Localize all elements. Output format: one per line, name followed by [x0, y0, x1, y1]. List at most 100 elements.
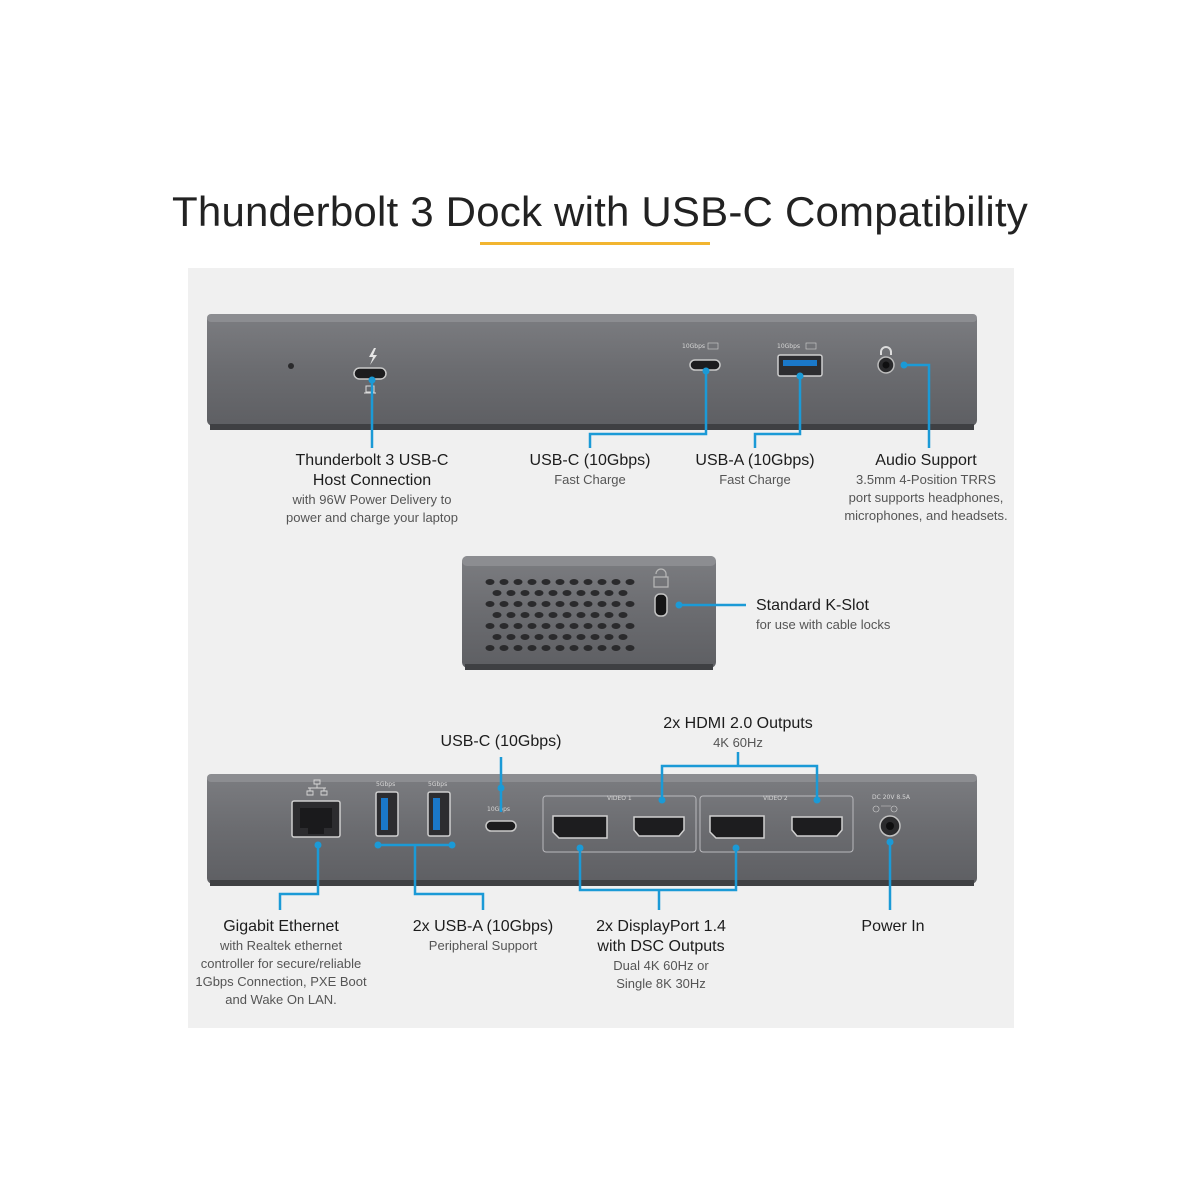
vent-hole: [485, 645, 495, 651]
vent-hole: [611, 601, 621, 607]
video2-label: VIDEO 2: [763, 795, 788, 802]
vent-hole: [499, 623, 509, 629]
usba-rear-speed-2: 5Gbps: [428, 781, 447, 788]
vent-hole: [499, 579, 509, 585]
vent-hole: [534, 612, 544, 618]
hdmi-port-1: [633, 816, 685, 837]
vent-hole: [541, 623, 551, 629]
vent-hole: [555, 645, 565, 651]
thunderbolt-icon: [369, 348, 377, 365]
vent-hole: [492, 634, 502, 640]
vent-hole: [583, 623, 593, 629]
vent-hole: [604, 612, 614, 618]
vent-hole: [611, 579, 621, 585]
usba-rear-sub: Peripheral Support: [428, 938, 538, 953]
audio-sub-3: microphones, and headsets.: [844, 508, 1008, 523]
callout-usbc-front: USB-C (10Gbps) Fast Charge: [510, 451, 670, 489]
callout-thunderbolt: Thunderbolt 3 USB-C Host Connection with…: [262, 451, 482, 527]
vent-hole: [555, 579, 565, 585]
thunderbolt-heading-2: Host Connection: [312, 472, 432, 489]
dock-rear-view: 5Gbps 5Gbps 10Gbps VIDEO 1 VIDEO 2 DC 20…: [207, 774, 977, 886]
vent-hole: [583, 601, 593, 607]
vent-hole: [562, 590, 572, 596]
page-title: Thunderbolt 3 Dock with USB-C Compatibil…: [172, 188, 1028, 235]
vent-hole: [625, 601, 635, 607]
vent-hole: [485, 601, 495, 607]
vent-hole: [604, 590, 614, 596]
vent-hole: [541, 579, 551, 585]
callout-displayport: 2x DisplayPort 1.4 with DSC Outputs Dual…: [566, 917, 756, 993]
ethernet-sub-4: and Wake On LAN.: [225, 992, 337, 1007]
vent-hole: [618, 634, 628, 640]
vent-hole: [576, 612, 586, 618]
vent-hole: [597, 601, 607, 607]
vent-hole: [527, 623, 537, 629]
callout-usba-front: USB-A (10Gbps) Fast Charge: [675, 451, 835, 489]
displayport-1: [552, 815, 608, 839]
usba-front-sub: Fast Charge: [719, 472, 791, 487]
displayport-heading-1: 2x DisplayPort 1.4: [596, 918, 726, 935]
vent-hole: [513, 601, 523, 607]
vent-hole: [506, 634, 516, 640]
vent-hole: [569, 623, 579, 629]
ethernet-sub-2: controller for secure/reliable: [200, 956, 362, 971]
vent-hole: [625, 623, 635, 629]
hdmi-sub: 4K 60Hz: [713, 735, 763, 750]
dock-front-view: 10Gbps 10Gbps: [207, 314, 977, 430]
usbc-rear-speed: 10Gbps: [487, 806, 510, 813]
video1-label: VIDEO 1: [607, 795, 632, 802]
hdmi-port-2: [791, 816, 843, 837]
vent-hole: [520, 590, 530, 596]
vent-hole: [562, 634, 572, 640]
displayport-heading-2: with DSC Outputs: [597, 938, 725, 955]
vent-hole: [618, 590, 628, 596]
vent-hole: [583, 579, 593, 585]
vent-hole: [527, 601, 537, 607]
dock-side-view: [462, 556, 716, 670]
video2-group: [699, 795, 854, 853]
ethernet-heading: Gigabit Ethernet: [223, 918, 339, 935]
callout-usba-rear: 2x USB-A (10Gbps) Peripheral Support: [392, 917, 574, 955]
hdmi-heading: 2x HDMI 2.0 Outputs: [663, 715, 813, 732]
usba-rear-heading: 2x USB-A (10Gbps): [412, 918, 554, 935]
callout-power: Power In: [833, 917, 953, 937]
network-icon: [306, 779, 328, 796]
vent-hole: [527, 645, 537, 651]
callout-audio: Audio Support 3.5mm 4-Position TRRS port…: [836, 451, 1016, 525]
dc-in-label: DC 20V 8.5A: [872, 794, 911, 801]
vent-hole: [513, 645, 523, 651]
vent-hole: [541, 645, 551, 651]
vent-hole: [569, 579, 579, 585]
ethernet-sub-1: with Realtek ethernet: [219, 938, 343, 953]
vent-hole: [534, 590, 544, 596]
kslot-sub: for use with cable locks: [756, 617, 891, 632]
thunderbolt-sub-1: with 96W Power Delivery to: [292, 492, 452, 507]
vent-hole: [618, 612, 628, 618]
vent-hole: [499, 645, 509, 651]
thunderbolt-sub-2: power and charge your laptop: [285, 510, 458, 525]
vent-hole: [485, 579, 495, 585]
kslot-port: [654, 593, 668, 617]
ethernet-sub-3: 1Gbps Connection, PXE Boot: [195, 974, 367, 989]
vent-hole: [569, 645, 579, 651]
vent-grille: [485, 579, 635, 651]
usba-front-speed: 10Gbps: [777, 343, 800, 350]
vent-hole: [513, 623, 523, 629]
usba-rear-speed-1: 5Gbps: [376, 781, 395, 788]
vent-hole: [527, 579, 537, 585]
vent-hole: [541, 601, 551, 607]
usbc-front-sub: Fast Charge: [554, 472, 626, 487]
vent-hole: [625, 645, 635, 651]
vent-hole: [506, 612, 516, 618]
usbc-rear-port: [485, 820, 517, 832]
vent-hole: [555, 623, 565, 629]
callout-ethernet: Gigabit Ethernet with Realtek ethernet c…: [180, 917, 382, 1009]
vent-hole: [625, 579, 635, 585]
vent-hole: [562, 612, 572, 618]
vent-hole: [604, 634, 614, 640]
vent-hole: [534, 634, 544, 640]
vent-hole: [548, 634, 558, 640]
displayport-sub-1: Dual 4K 60Hz or: [613, 958, 709, 973]
vent-hole: [583, 645, 593, 651]
